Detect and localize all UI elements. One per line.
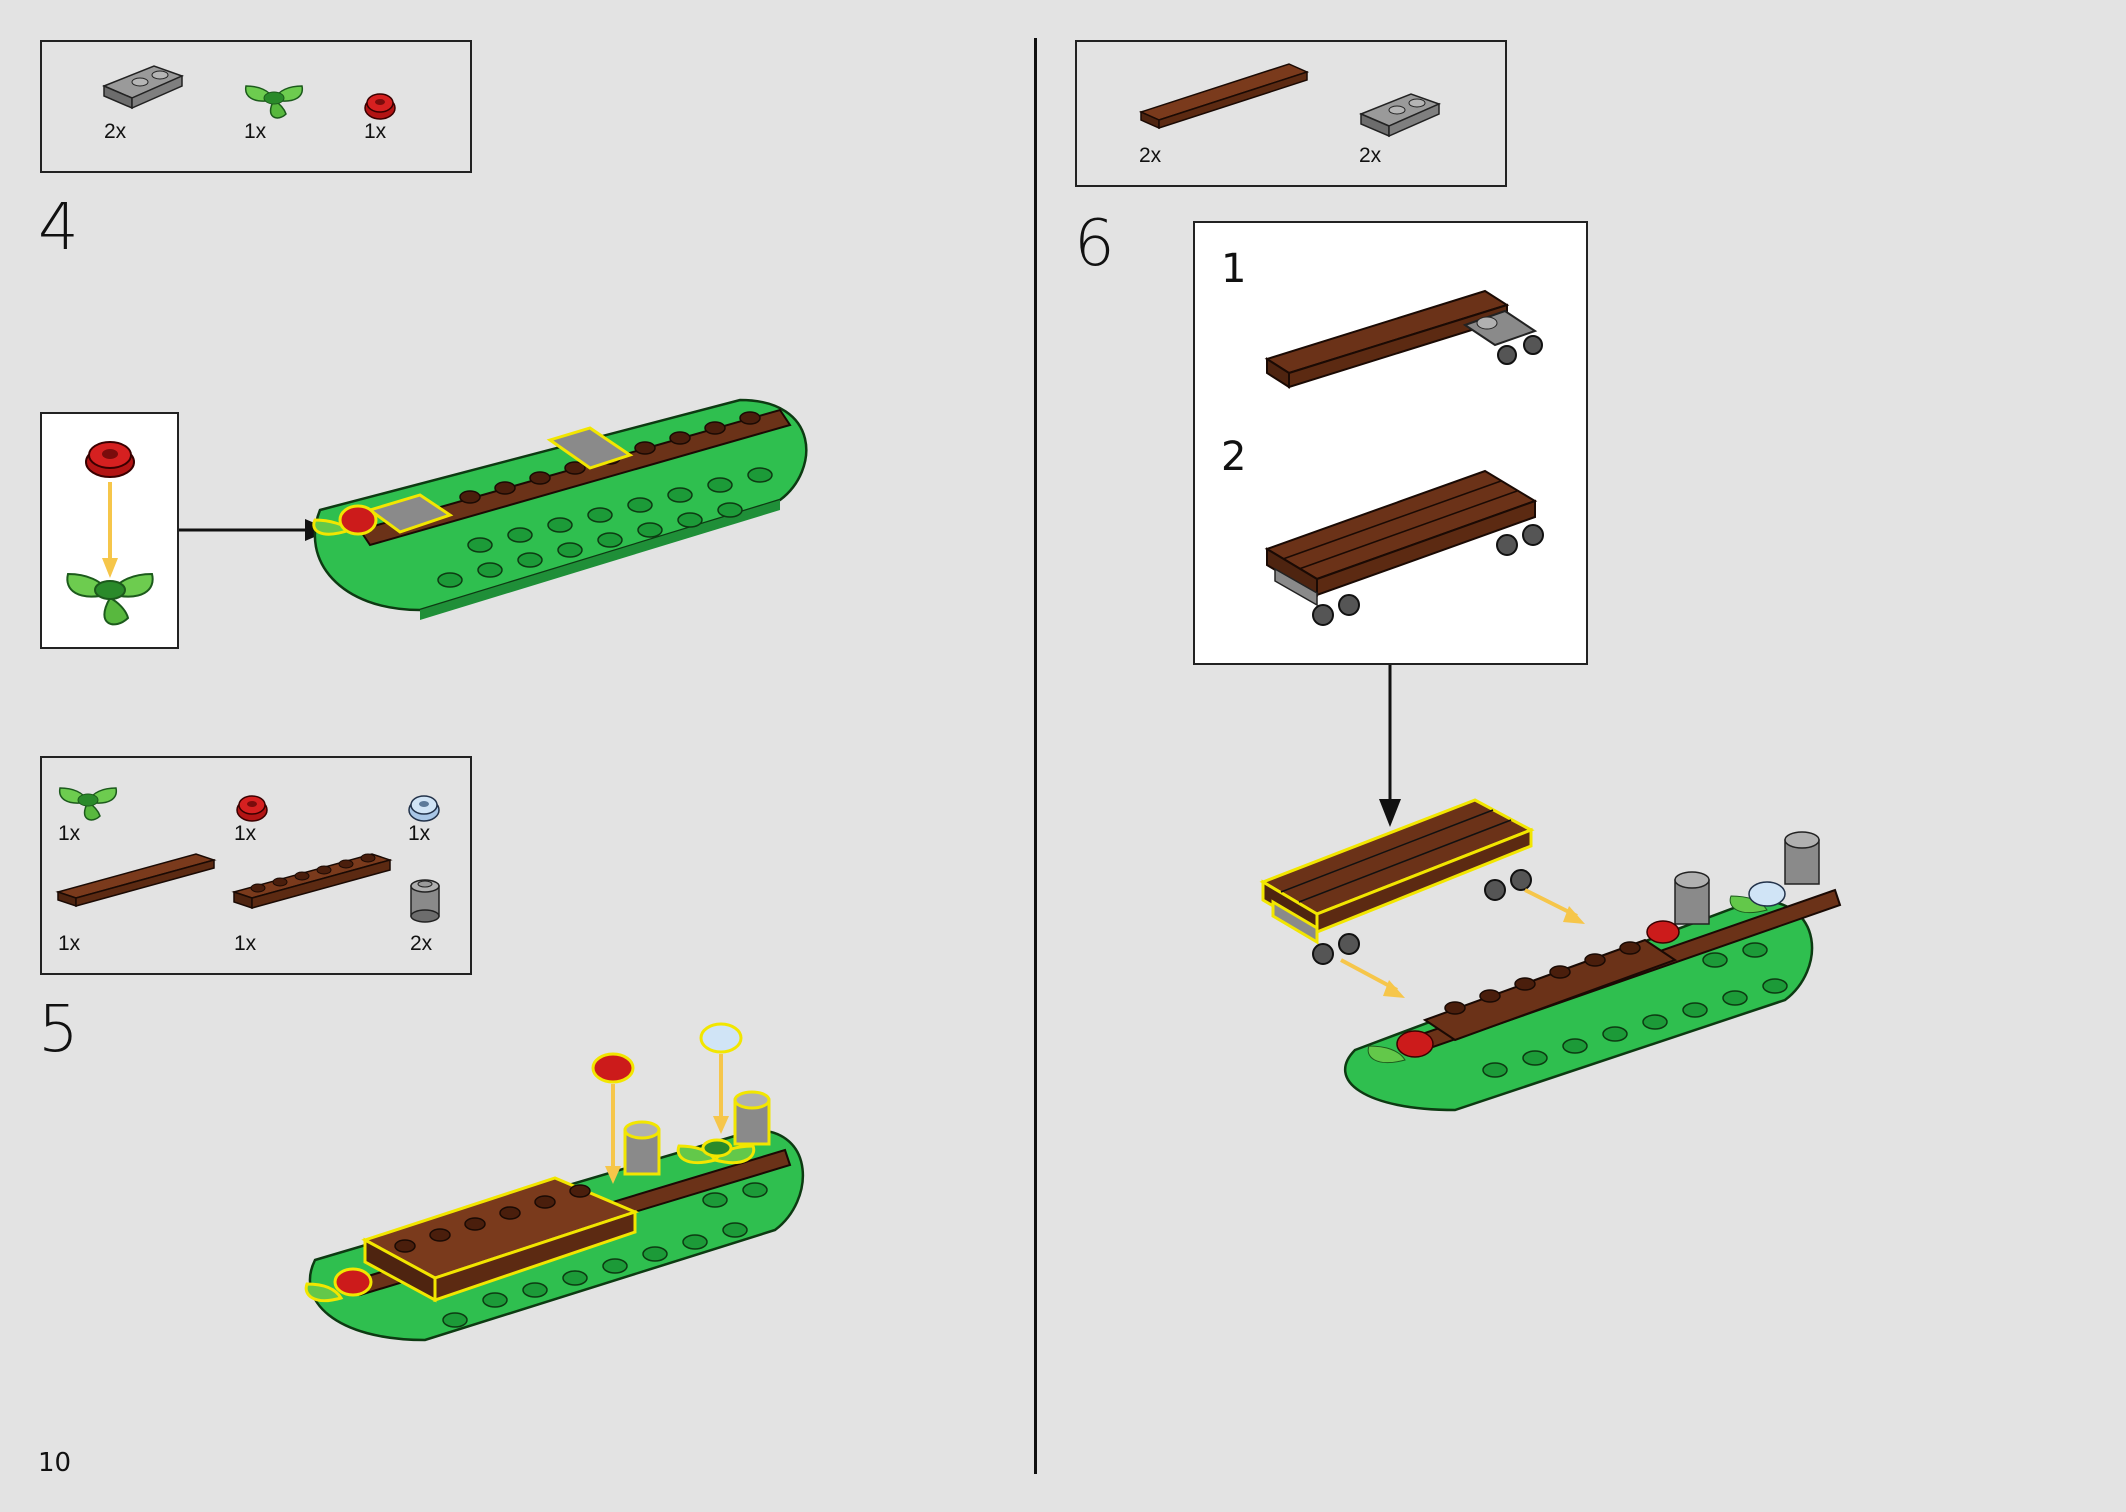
part-qty: 1x <box>234 822 257 845</box>
page-divider <box>1034 38 1037 1474</box>
step4-model <box>312 398 808 620</box>
step4-parts-box: 2x 1x 1x <box>40 40 472 173</box>
callout-arrow <box>1379 665 1401 827</box>
red-flower-icon <box>236 795 268 822</box>
step-number: 6 <box>1074 207 1115 281</box>
substep2-model <box>1264 469 1544 626</box>
part-qty: 1x <box>244 120 267 143</box>
step5-parts-box: 1x 1x 1x 1x 1x 2x <box>40 756 472 975</box>
green-leaves-icon <box>58 787 118 821</box>
red-flower-icon <box>85 441 135 478</box>
light-blue-flower-icon <box>408 795 440 822</box>
step4-callout <box>40 412 179 649</box>
part-qty: 1x <box>58 822 81 845</box>
green-leaves-icon <box>66 572 154 626</box>
part-qty: 1x <box>58 932 81 955</box>
red-flower-icon <box>364 93 396 120</box>
gray-clip-plate-icon <box>1359 93 1442 138</box>
part-qty: 1x <box>408 822 431 845</box>
substep-number: 2 <box>1221 434 1247 480</box>
step-number: 4 <box>38 191 79 265</box>
brown-plate-icon <box>231 853 393 910</box>
gray-clip-plate-icon <box>102 65 185 110</box>
part-qty: 2x <box>1139 144 1162 167</box>
part-qty: 2x <box>410 932 433 955</box>
substep-number: 1 <box>1221 246 1247 292</box>
part-qty: 2x <box>1359 144 1382 167</box>
step6-parts-box: 2x 2x <box>1075 40 1507 187</box>
step6-callout: 1 2 <box>1193 221 1588 665</box>
substep1-model <box>1264 289 1543 389</box>
page-number: 10 <box>38 1448 72 1478</box>
brown-tile-icon <box>1138 63 1310 130</box>
assembly-arrow <box>102 482 118 578</box>
green-leaves-icon <box>244 85 304 119</box>
part-qty: 1x <box>234 932 257 955</box>
brown-tile-icon <box>55 853 217 908</box>
step6-model <box>1259 798 1842 1112</box>
gray-round-brick-icon <box>410 879 440 923</box>
step-number: 5 <box>38 993 79 1067</box>
part-qty: 2x <box>104 120 127 143</box>
part-qty: 1x <box>364 120 387 143</box>
step5-model <box>304 1022 805 1342</box>
